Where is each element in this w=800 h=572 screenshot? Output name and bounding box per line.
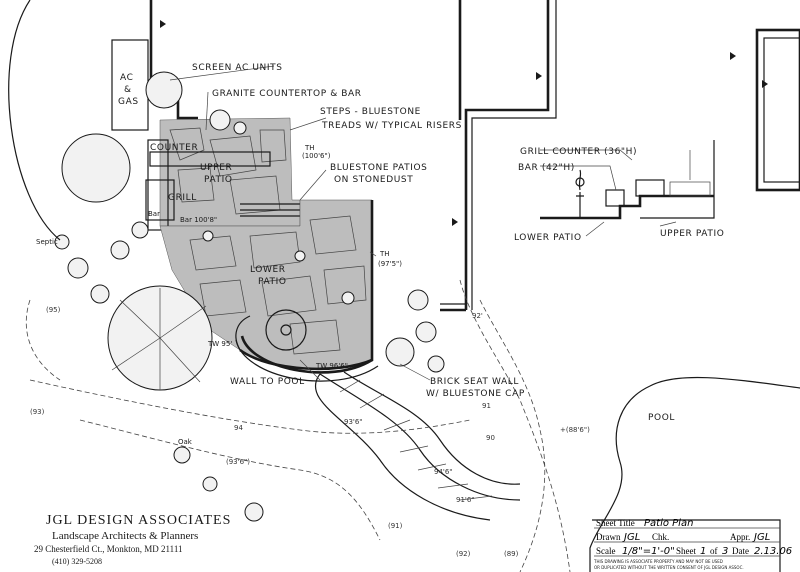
grade-89: (89) (504, 550, 519, 558)
grade-92: 92' (472, 312, 483, 320)
th-upper-value: (100'6") (302, 152, 331, 160)
firm-phone: (410) 329-5208 (52, 557, 102, 566)
appr-label: Appr. (730, 532, 750, 542)
firm-address: 29 Chesterfield Ct., Monkton, MD 21111 (34, 544, 183, 554)
steps-label: Steps - Bluestone (320, 107, 421, 117)
upper-patio-label-2: Patio (204, 175, 233, 185)
sheet-label: Sheet (676, 546, 696, 556)
grade-92b: (92) (456, 550, 471, 558)
bar-42-label: Bar (42"H) (518, 163, 575, 173)
lower-patio-label-1: Lower (250, 265, 286, 275)
date-label: Date (732, 546, 749, 556)
leader-lines (169, 65, 431, 381)
grill-label: Grill (168, 193, 197, 203)
date-value: 2.13.06 (754, 546, 792, 557)
treads-label: Treads w/ Typical Risers (321, 121, 462, 131)
walkway-to-pool (314, 371, 521, 521)
grade-95: (95) (46, 306, 61, 314)
lower-patio-label-2: Patio (258, 277, 287, 287)
screen-ac-label: Screen AC Units (192, 63, 283, 73)
grade-90: 90 (486, 434, 495, 442)
upper-patio-section-label: Upper Patio (660, 229, 724, 239)
title-block: Sheet Title Patio Plan Drawn JGL Chk. Ap… (592, 518, 792, 572)
firm-subtitle: Landscape Architects & Planners (52, 530, 199, 542)
oak-label: Oak (178, 438, 193, 446)
lower-patio-section-label: Lower Patio (514, 233, 582, 243)
upper-patio-label-1: Upper (200, 163, 232, 173)
grade-93b: (93) (30, 408, 45, 416)
grade-91c: 91'6" (456, 496, 475, 504)
copyright-line-2: OR DUPLICATED WITHOUT THE WRITTEN CONSEN… (594, 565, 744, 570)
seat-wall-label-1: Brick Seat Wall (430, 377, 519, 387)
scale-value: 1/8"=1'-0" (622, 546, 675, 557)
firm-name: JGL DESIGN ASSOCIATES (46, 513, 232, 528)
gas-label: GAS (118, 97, 139, 107)
pool-edge: Pool (589, 376, 800, 572)
th-lower-value: (97'5") (378, 260, 402, 268)
section-elevation: Grill Counter (36"H) Bar (42"H) Lower Pa… (514, 140, 724, 243)
house-outline (149, 0, 800, 312)
granite-label: Granite Countertop & Bar (212, 89, 362, 99)
sheet-number: 1 (700, 546, 706, 557)
septic-label: Septic (36, 238, 58, 246)
counter-label: Counter (150, 143, 198, 153)
bar-label: Bar (148, 210, 160, 218)
bar-elevation-label: Bar 100'8" (180, 216, 217, 224)
seat-wall (235, 335, 379, 382)
tw-label: TW 96'6" (315, 362, 348, 370)
drawn-value: JGL (622, 532, 640, 543)
seat-wall-label-2: w/ Bluestone Cap (426, 389, 525, 399)
grade-94: 94 (234, 424, 243, 432)
sheet-total: 3 (722, 546, 728, 557)
grill-counter-label: Grill Counter (36"H) (520, 147, 637, 157)
pool-label: Pool (648, 413, 675, 423)
bluestone-label-2: on Stonedust (334, 175, 413, 185)
bluestone-label-1: Bluestone Patios (330, 163, 427, 173)
tw2-label: TW 95' (207, 340, 232, 348)
grade-91b: 91 (482, 402, 491, 410)
ac-label: AC (120, 73, 133, 83)
upper-patio: Counter Upper Patio Grill Bar Bar 100'8" (145, 117, 310, 231)
sheet-title-label: Sheet Title (596, 518, 635, 528)
th-lower-label: TH (379, 250, 390, 258)
grade-93c: 93'6" (344, 418, 363, 426)
sheet-title-value: Patio Plan (644, 518, 693, 529)
grade-91: (91) (388, 522, 403, 530)
grade-88: +(88'6") (560, 426, 590, 434)
ac-amp-label: & (124, 85, 132, 95)
drawn-label: Drawn (596, 532, 621, 542)
th-upper-label: TH (304, 144, 315, 152)
chk-label: Chk. (652, 532, 669, 542)
grade-contours (8, 0, 571, 572)
wall-to-pool-label: Wall to Pool (230, 377, 305, 387)
ac-gas-enclosure: AC & GAS (111, 39, 149, 131)
grade-94c: 94'6" (434, 468, 453, 476)
appr-value: JGL (752, 532, 770, 543)
copyright-line-1: THIS DRAWING IS ASSOCIATE PROPERTY AND M… (593, 559, 723, 564)
scale-label: Scale (596, 546, 616, 556)
grade-93: (93'6") (226, 458, 250, 466)
of-label: of (710, 546, 718, 556)
trees (54, 71, 445, 522)
